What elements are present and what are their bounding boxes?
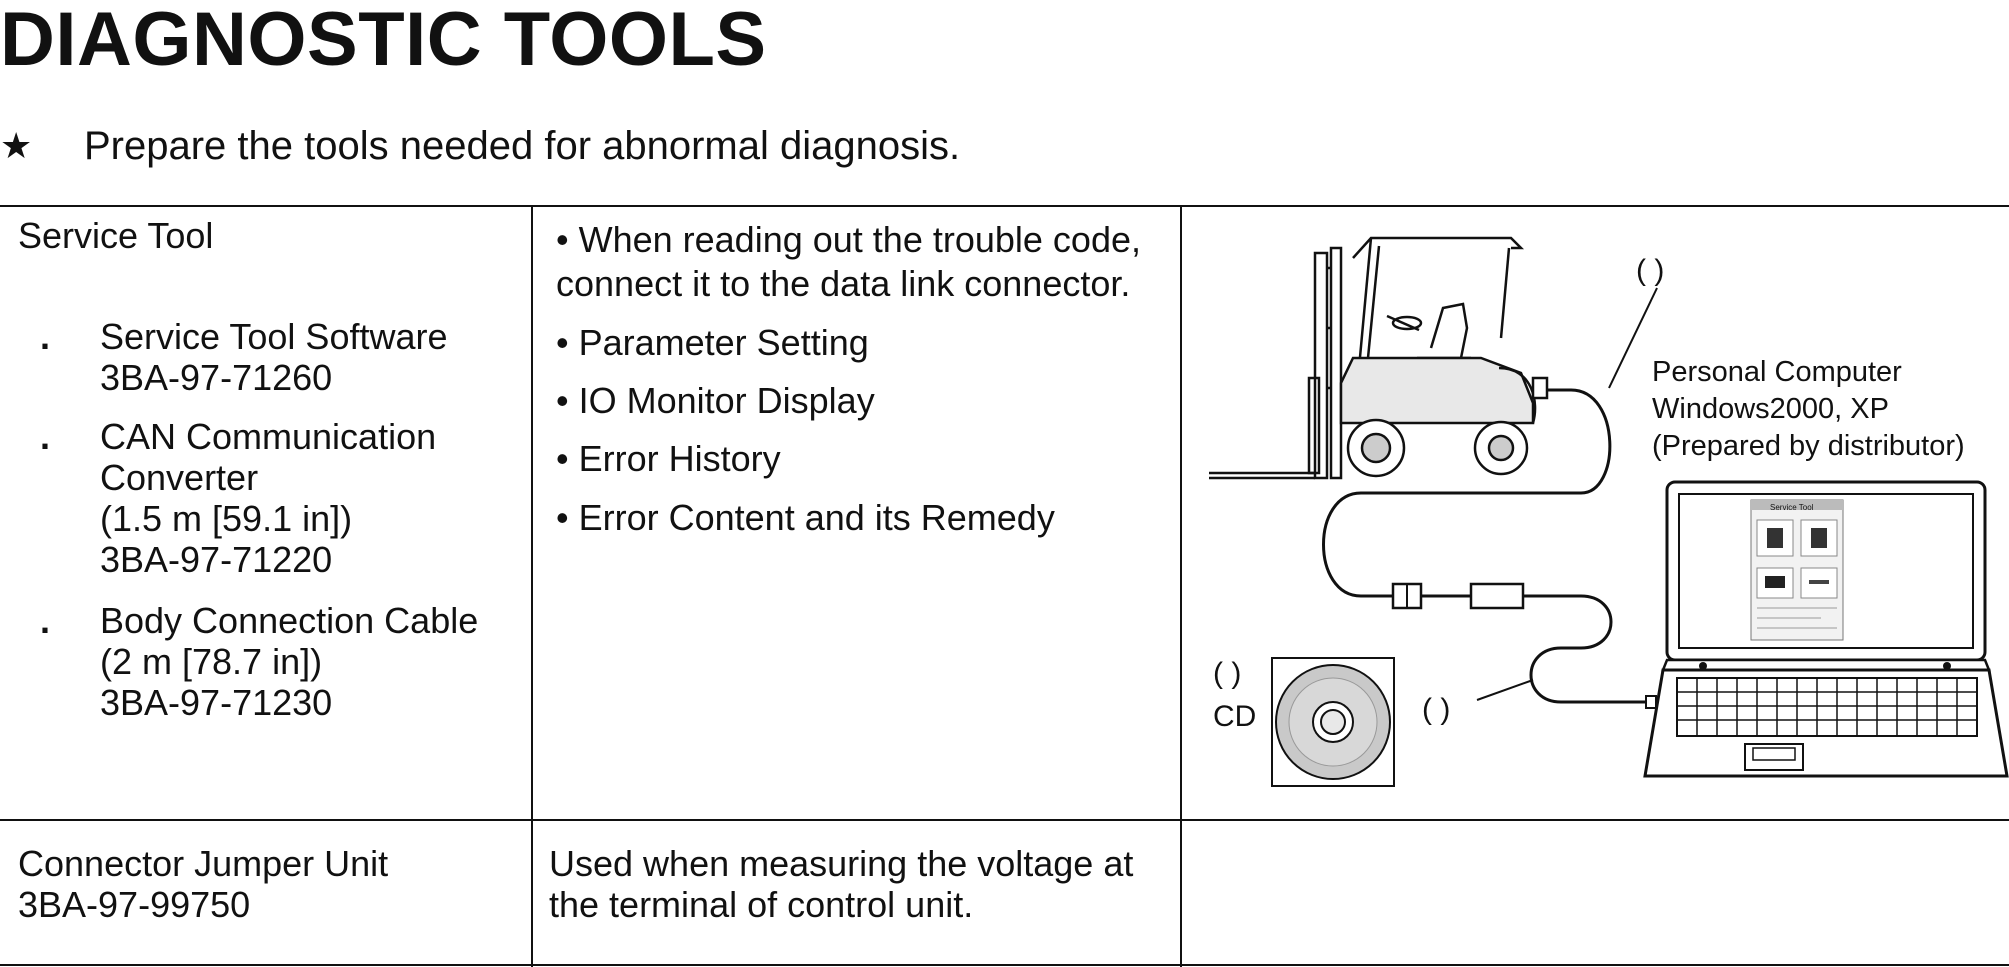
pc-label-line: (Prepared by distributor) [1652, 430, 1965, 462]
function-item: • Parameter Setting [556, 321, 869, 365]
table-row-divider [0, 819, 2009, 821]
pc-label: Personal Computer Windows2000, XP (Prepa… [1652, 354, 1965, 465]
function-line: • IO Monitor Display [556, 380, 875, 421]
table-column-divider-2 [1180, 205, 1182, 967]
component-line: CAN Communication [100, 416, 437, 457]
function-line: • When reading out the trouble code, [556, 219, 1141, 260]
component-line: Converter [100, 457, 259, 498]
pc-label-line: Windows2000, XP [1652, 393, 1889, 425]
jumper-unit-line: Connector Jumper Unit [18, 843, 389, 884]
function-line: • Parameter Setting [556, 322, 869, 363]
component-line: (1.5 m [59.1 in]) [100, 498, 353, 539]
component-line: 3BA-97-71220 [100, 539, 333, 580]
component-line: Service Tool Software [100, 316, 448, 357]
function-item: • Error Content and its Remedy [556, 496, 1055, 540]
jumper-unit-description: Used when measuring the voltage at the t… [549, 843, 1133, 925]
component-marker: . [40, 600, 51, 641]
intro-text: Prepare the tools needed for abnormal di… [84, 124, 961, 168]
component-line: (2 m [78.7 in]) [100, 641, 323, 682]
component-line: 3BA-97-71230 [100, 682, 333, 723]
table-column-divider-1 [531, 205, 533, 967]
can-converter-box [1469, 582, 1525, 610]
cd-icon [1271, 657, 1395, 787]
jumper-description-line: the terminal of control unit. [549, 884, 974, 925]
function-item: • IO Monitor Display [556, 379, 875, 423]
pc-label-line: Personal Computer [1652, 356, 1902, 388]
cd-marker: ( ) [1213, 657, 1242, 690]
function-item: • Error History [556, 437, 781, 481]
body-connection-cable [1322, 388, 1613, 650]
component-marker: . [40, 316, 51, 357]
component-line: 3BA-97-71260 [100, 357, 333, 398]
function-line: connect it to the data link connector. [556, 263, 1131, 304]
connection-diagram [1209, 236, 2009, 787]
forklift-icon [1209, 236, 1549, 480]
jumper-description-line: Used when measuring the voltage at [549, 843, 1134, 884]
converter-marker: ( ) [1422, 693, 1451, 726]
component-line: Body Connection Cable [100, 600, 479, 641]
jumper-unit-cell: Connector Jumper Unit 3BA-97-99750 [18, 843, 388, 925]
table-bottom-border [0, 964, 2009, 966]
service-tool-title: Service Tool [18, 215, 214, 256]
converter-cable [1529, 646, 1646, 704]
function-line: • Error History [556, 438, 781, 479]
laptop-icon [1643, 480, 2009, 778]
page-title: DIAGNOSTIC TOOLS [0, 0, 767, 82]
star-icon: ★ [0, 125, 33, 166]
jumper-unit-line: 3BA-97-99750 [18, 884, 251, 925]
component-marker: . [40, 416, 51, 457]
screen-title: Service Tool [1770, 503, 1814, 512]
function-line: • Error Content and its Remedy [556, 497, 1055, 538]
cable-marker: ( ) [1636, 254, 1665, 287]
cd-label: CD [1213, 700, 1257, 733]
laptop-port [1645, 695, 1657, 709]
function-item: • When reading out the trouble code, con… [556, 218, 1141, 306]
converter-leader-line [1476, 679, 1534, 701]
intro-line: ★ Prepare the tools needed for abnormal … [0, 118, 960, 174]
table-top-border [0, 205, 2009, 207]
cable-leader-line [1608, 287, 1658, 389]
